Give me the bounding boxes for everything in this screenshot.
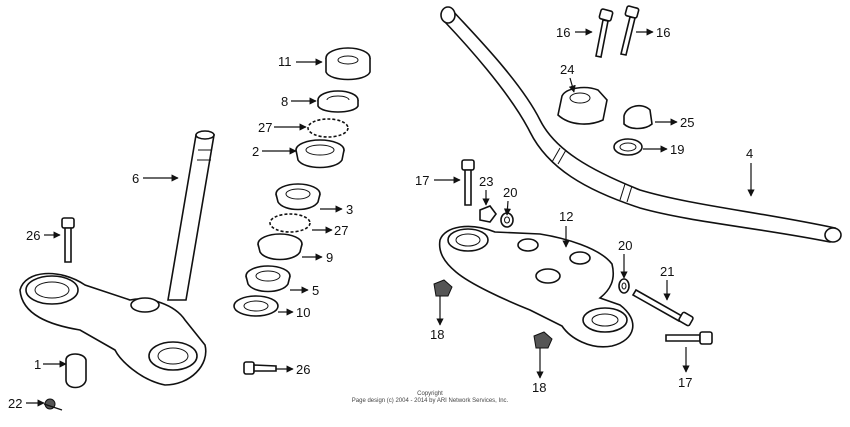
callout-c12: 12 <box>559 209 573 248</box>
callout-label-c16a: 16 <box>556 25 570 40</box>
callout-c4: 4 <box>746 146 755 197</box>
callout-c27b: 27 <box>312 223 348 238</box>
callout-c8: 8 <box>281 94 317 109</box>
callout-label-c10: 10 <box>296 305 310 320</box>
bolt-21 <box>631 288 694 327</box>
callout-c19: 19 <box>643 142 684 157</box>
bolt-17-upper <box>461 159 475 206</box>
callout-label-c26b: 26 <box>296 362 310 377</box>
callout-label-c2: 2 <box>252 144 259 159</box>
callout-label-c1: 1 <box>34 357 41 372</box>
bearing-race-5 <box>245 265 291 293</box>
callout-c10: 10 <box>278 305 310 320</box>
callout-label-c24: 24 <box>560 62 574 77</box>
callout-c16a: 16 <box>556 25 593 40</box>
callout-label-c27b: 27 <box>334 223 348 238</box>
callout-c18b: 18 <box>532 348 546 395</box>
callout-c21: 21 <box>660 264 674 301</box>
callout-label-c19: 19 <box>670 142 684 157</box>
ball-race-3 <box>275 183 321 211</box>
callout-c1: 1 <box>34 357 67 372</box>
callout-c23: 23 <box>479 174 493 206</box>
steering-stem-6 <box>167 130 215 301</box>
callout-label-c17a: 17 <box>415 173 429 188</box>
stem-nut-11 <box>325 47 371 81</box>
handlebar-holder-upper-24 <box>557 86 608 125</box>
callout-label-c6: 6 <box>132 171 139 186</box>
handlebar-part <box>440 6 842 243</box>
callout-c22: 22 <box>8 396 45 411</box>
cable-clamp-1 <box>65 353 87 389</box>
bolt-26-left <box>61 217 75 263</box>
callout-label-c26a: 26 <box>26 228 40 243</box>
callout-c2: 2 <box>252 144 297 159</box>
callout-label-c20a: 20 <box>503 185 517 200</box>
callout-label-c22: 22 <box>8 396 22 411</box>
callout-c6: 6 <box>132 171 179 186</box>
callout-c16b: 16 <box>636 25 670 40</box>
callout-label-c16b: 16 <box>656 25 670 40</box>
callout-label-c4: 4 <box>746 146 753 161</box>
ball-race-2 <box>295 139 345 169</box>
copyright-line1: Copyright <box>417 391 443 397</box>
bolt-16-right <box>620 5 640 56</box>
washer-10 <box>233 295 279 317</box>
callout-label-c20b: 20 <box>618 238 632 253</box>
callout-label-c12: 12 <box>559 209 573 224</box>
bearing-adjusting-nut-8 <box>317 90 359 113</box>
callout-c5: 5 <box>290 283 319 298</box>
steel-balls-27-lower <box>269 213 311 233</box>
lower-bracket <box>19 272 207 386</box>
callout-c17a: 17 <box>415 173 461 188</box>
callout-label-c3: 3 <box>346 202 353 217</box>
holder-cap-25 <box>623 104 653 130</box>
callout-c26b: 26 <box>276 362 310 377</box>
bolt-16-left <box>595 8 614 58</box>
callout-c9: 9 <box>302 250 333 265</box>
callout-c25: 25 <box>655 115 694 130</box>
callout-label-c18b: 18 <box>532 380 546 395</box>
callout-c27a: 27 <box>258 120 307 135</box>
callout-label-c8: 8 <box>281 94 288 109</box>
callout-label-c21: 21 <box>660 264 674 279</box>
copyright-line2: Page design (c) 2004 - 2014 by ARI Netwo… <box>351 398 509 404</box>
top-bridge-12 <box>438 225 634 348</box>
callout-leader-c20a <box>503 200 512 216</box>
callout-label-c27a: 27 <box>258 120 272 135</box>
callout-c26a: 26 <box>26 228 61 243</box>
callout-c20b: 20 <box>618 238 632 279</box>
bolt-26-right <box>243 361 277 375</box>
bolt-17-lower <box>665 331 713 345</box>
steel-balls-27-upper <box>307 118 349 138</box>
callout-c3: 3 <box>320 202 353 217</box>
callout-label-c11: 11 <box>278 54 292 69</box>
nut-18-upper <box>433 279 453 297</box>
washer-20-lower <box>618 278 630 294</box>
callout-c17b: 17 <box>678 347 692 390</box>
nut-18-lower <box>533 331 553 349</box>
washer-19 <box>613 138 643 156</box>
callout-label-c18a: 18 <box>430 327 444 342</box>
dust-seal-9 <box>257 233 303 261</box>
callout-c24: 24 <box>560 62 576 93</box>
callout-label-c5: 5 <box>312 283 319 298</box>
washer-20-upper <box>500 212 514 228</box>
callout-label-c23: 23 <box>479 174 493 189</box>
callout-label-c17b: 17 <box>678 375 692 390</box>
callout-c18a: 18 <box>430 296 444 342</box>
callout-leader-c24 <box>568 77 576 93</box>
callout-label-c25: 25 <box>680 115 694 130</box>
callout-label-c9: 9 <box>326 250 333 265</box>
callout-c11: 11 <box>278 54 323 69</box>
callout-c20a: 20 <box>503 185 517 216</box>
screw-22 <box>43 398 63 411</box>
copyright-notice: Copyright Page design (c) 2004 - 2014 by… <box>300 391 560 405</box>
nut-23 <box>479 205 497 223</box>
